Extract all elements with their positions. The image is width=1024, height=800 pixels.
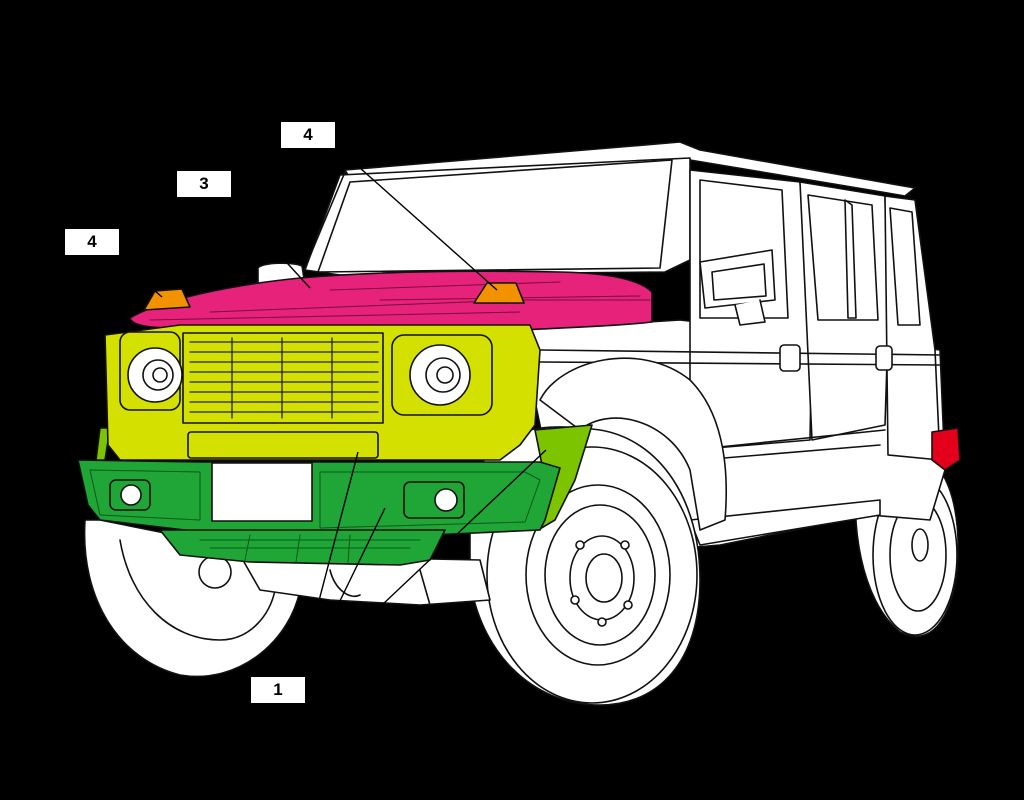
leader-line-1b (304, 507, 386, 674)
leader-lines (109, 143, 547, 674)
callout-label-4-right: 4 (280, 121, 336, 149)
underbody (239, 554, 491, 606)
front-bumper (77, 459, 561, 566)
callout-label-3: 3 (176, 170, 232, 198)
rear-combination-lamp (931, 427, 961, 471)
leader-line-1c (309, 449, 547, 674)
hood-marker-lamp-left (143, 288, 191, 311)
hood (129, 270, 653, 331)
leader-line-1a (299, 451, 359, 674)
callout-label-4-left: 4 (64, 228, 120, 256)
hood-marker-lamp-right (473, 282, 525, 304)
leader-line-4a (109, 251, 163, 298)
front-grille-panel (104, 324, 541, 461)
leader-line-4b (332, 143, 498, 291)
callout-label-1: 1 (250, 676, 306, 704)
leader-line-3 (222, 192, 311, 289)
